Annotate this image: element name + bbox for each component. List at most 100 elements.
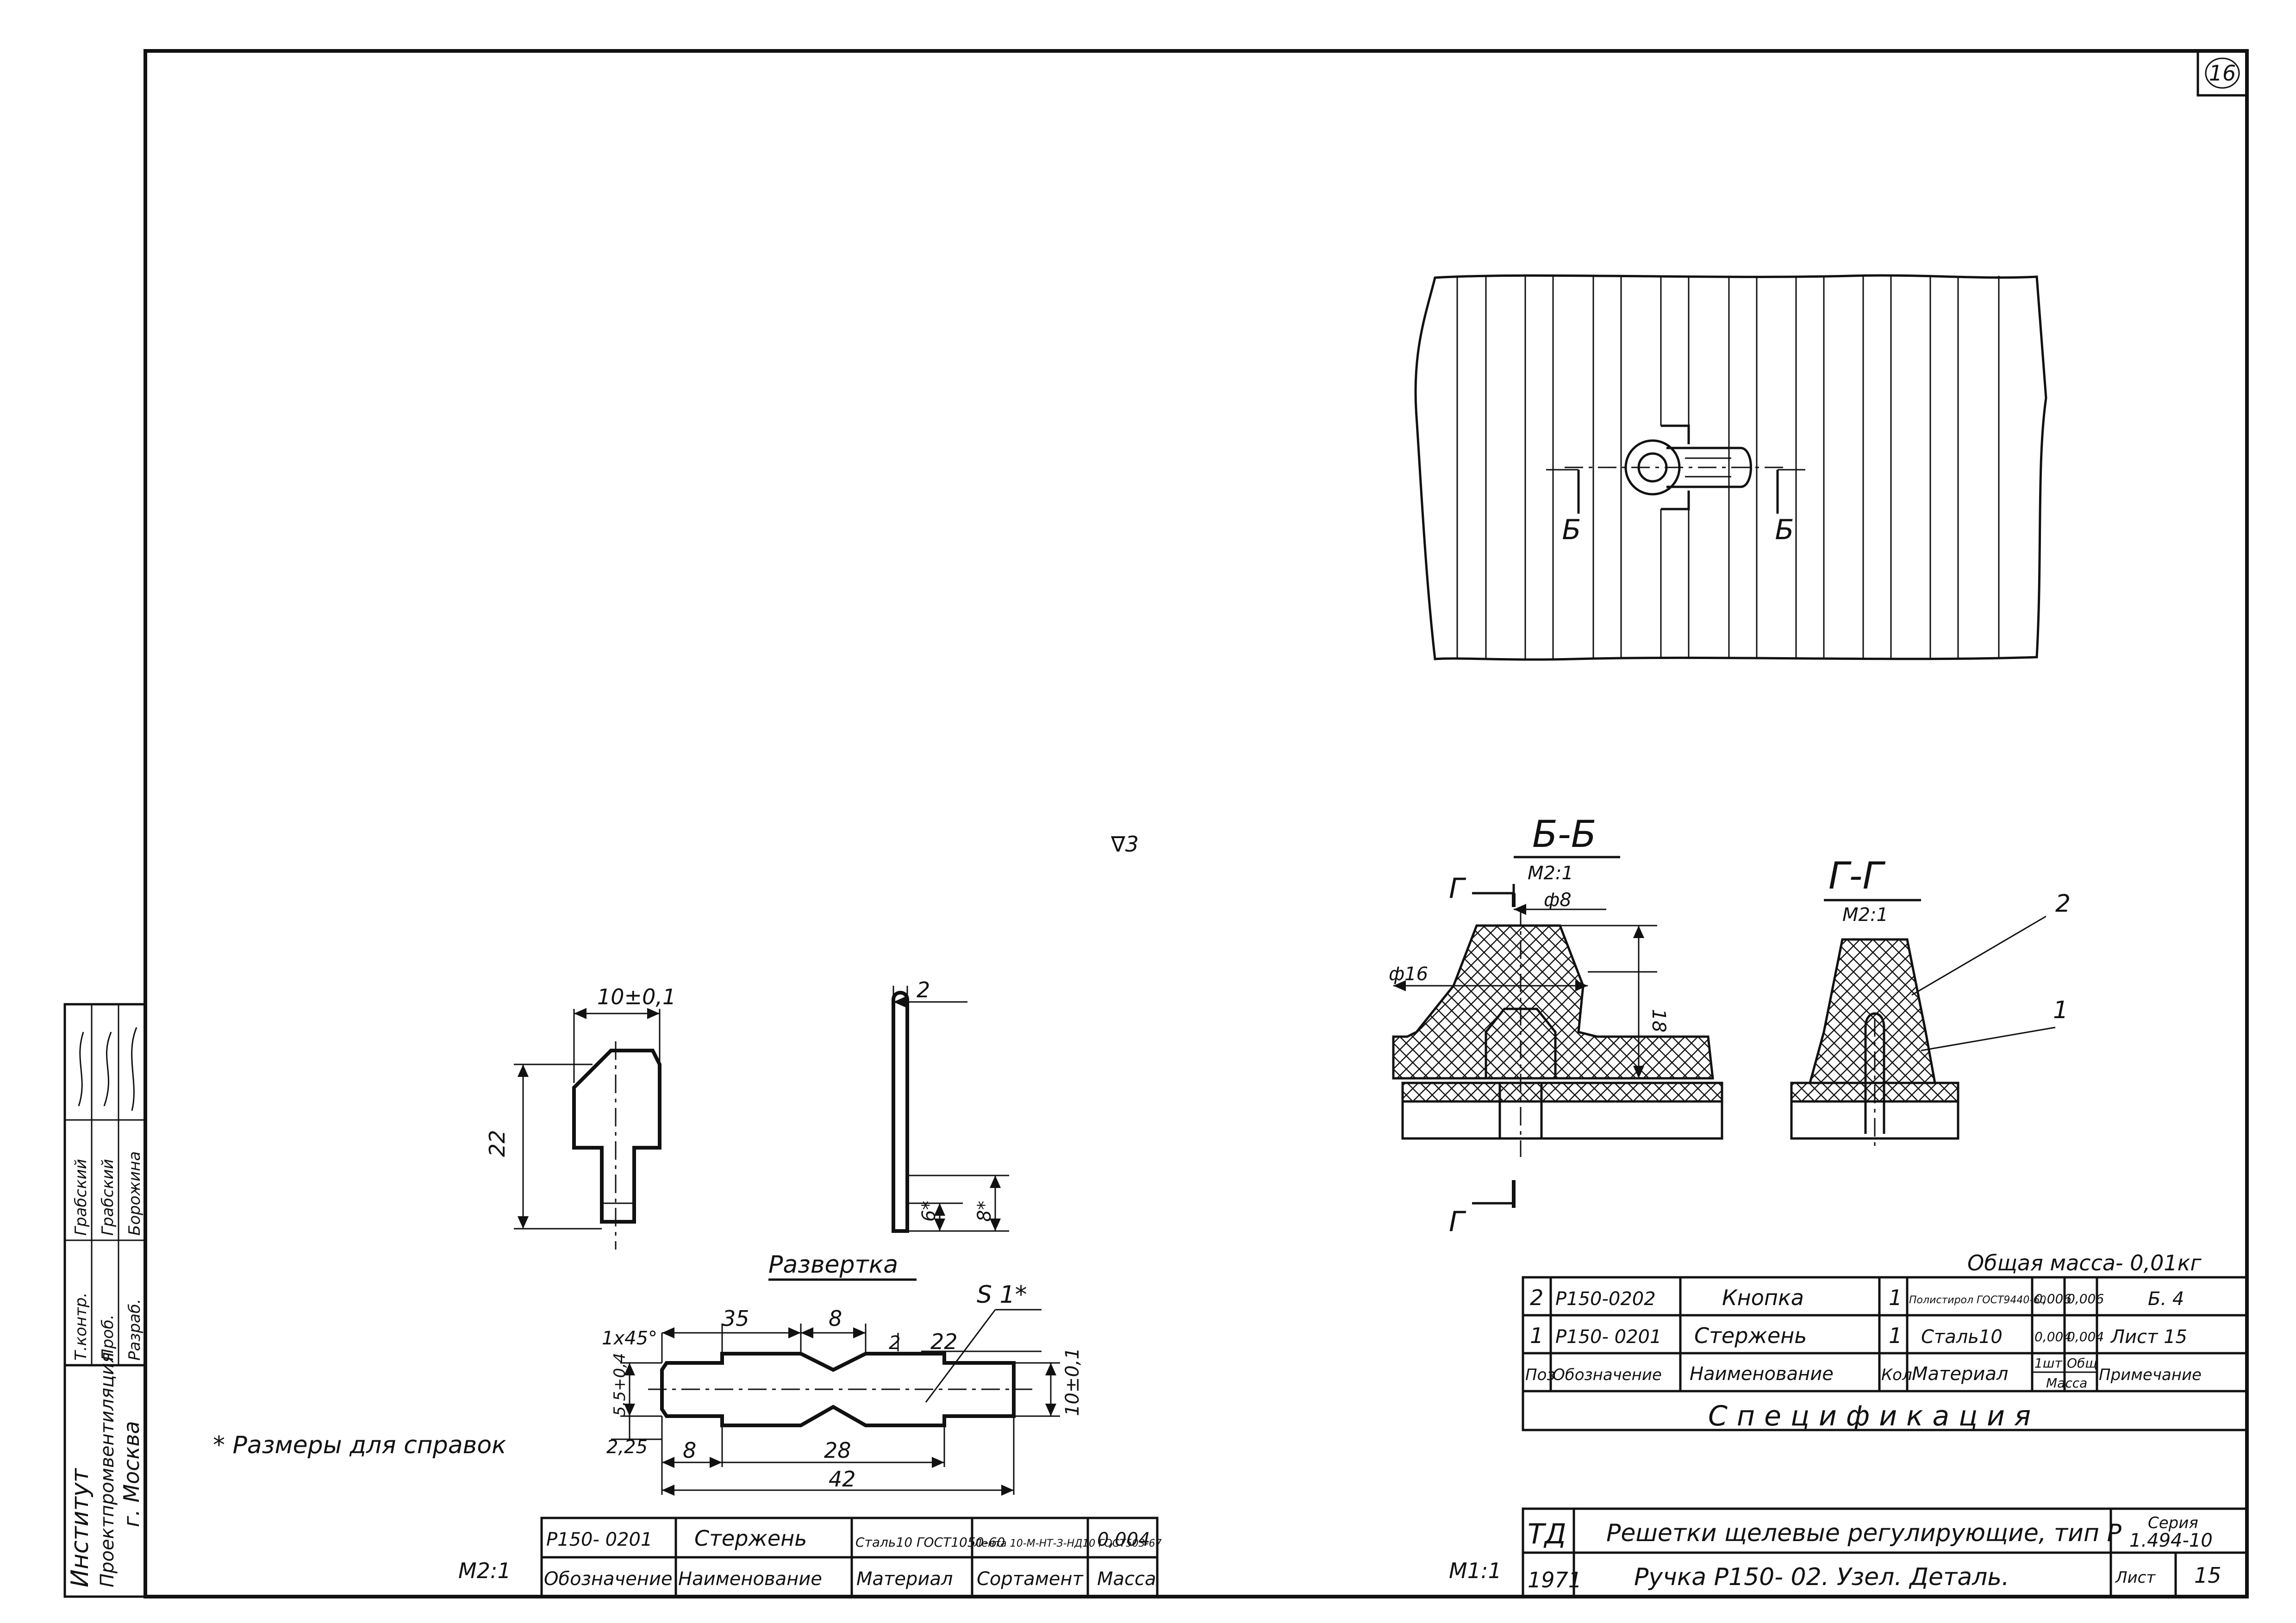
dim-phi16: ф16 xyxy=(1389,964,1428,985)
dim-t2: 2 xyxy=(917,977,930,1002)
rod-side-view xyxy=(892,986,1009,1233)
part-material: Сталь10 ГОСТ1050-60 xyxy=(855,1535,1005,1550)
total-mass: Общая масса- 0,01кг xyxy=(1967,1250,2202,1275)
spec-row1-name: Кнопка xyxy=(1722,1285,1804,1310)
position-1: 1 xyxy=(2053,996,2068,1024)
scale-right: M1:1 xyxy=(1449,1558,1502,1583)
spec-header-mat: Материал xyxy=(1912,1363,2008,1385)
part-header-material: Материал xyxy=(856,1568,953,1590)
stamp-role-3: Разраб. xyxy=(125,1299,144,1361)
spec-row2-prim: Лист 15 xyxy=(2110,1326,2187,1348)
sheet-number: 16 xyxy=(2209,61,2236,86)
dim-35: 35 xyxy=(722,1306,749,1331)
institute-full-name: Проектпромвентиляция xyxy=(97,1352,118,1587)
stamp-person-2: Грабский xyxy=(99,1159,117,1236)
spec-row1-oboz: P150-0202 xyxy=(1555,1288,1656,1310)
spec-row2-oboz: P150- 0201 xyxy=(1555,1326,1661,1348)
stamp-role-1: Т.контр. xyxy=(72,1293,90,1361)
stamp-person-3: Борожина xyxy=(125,1151,144,1236)
dim-2: 2 xyxy=(889,1332,900,1354)
cut-label-g-bottom: Г xyxy=(1449,1206,1466,1238)
dim-h22: 22 xyxy=(485,1130,510,1157)
spec-row2-m2: 0,004 xyxy=(2067,1329,2104,1344)
part-header-mass: Масса xyxy=(1097,1568,1156,1590)
spec-row2-m1: 0,004 xyxy=(2034,1329,2071,1344)
cut-label-b-right: Б xyxy=(1775,514,1794,546)
spec-header-oboz: Обозначение xyxy=(1553,1366,1662,1384)
dim-chamfer: 1x45° xyxy=(602,1328,657,1349)
seria-label: Серия xyxy=(2148,1514,2198,1532)
dim-5-5: 5,5+0,4 xyxy=(611,1353,629,1416)
dim-h18: 18 xyxy=(1648,1009,1669,1032)
list-label: Лист xyxy=(2115,1568,2156,1587)
title-block xyxy=(1522,1507,2248,1598)
institute-name: Институт xyxy=(66,1468,94,1587)
part-header-oboznachenie: Обозначение xyxy=(544,1568,673,1590)
spec-row2-name: Стержень xyxy=(1694,1323,1807,1348)
section-bb-label: Б-Б xyxy=(1532,813,1597,856)
surface-roughness-mark: ∇3 xyxy=(1111,832,1139,857)
spec-row2-mat: Сталь10 xyxy=(1921,1326,2003,1348)
sheet-number-box: 16 xyxy=(2196,50,2248,97)
dim-s1: S 1* xyxy=(977,1281,1027,1309)
spec-title: Спецификация xyxy=(1708,1400,2040,1432)
dim-d8-star: 8* xyxy=(974,1201,995,1222)
section-gg-drawing xyxy=(1790,915,2056,1148)
spec-table xyxy=(1522,1276,2248,1431)
stamp-role-2: Проб. xyxy=(99,1314,117,1361)
spec-row1-prim: Б. 4 xyxy=(2148,1288,2184,1310)
spec-header-mass: Масса xyxy=(2046,1375,2087,1391)
dim-28: 28 xyxy=(824,1438,851,1463)
scale-left: M2:1 xyxy=(458,1558,511,1583)
section-gg-scale: M2:1 xyxy=(1842,904,1888,926)
dim-2-25: 2,25 xyxy=(606,1436,648,1458)
spec-row1-m2: 0,006 xyxy=(2067,1291,2104,1306)
dim-8: 8 xyxy=(829,1306,842,1331)
part-sortament: Лента 10-М-НТ-З-НД10 ГОСТ503-67 xyxy=(973,1538,1162,1549)
section-bb-scale: M2:1 xyxy=(1528,863,1573,884)
spec-row1-m1: 0,006 xyxy=(2034,1291,2071,1306)
title-line-1: Решетки щелевые регулирующие, тип Р xyxy=(1606,1519,2121,1547)
razvertka-label: Развертка xyxy=(768,1251,898,1279)
title-line-2: Ручка Р150- 02. Узел. Деталь. xyxy=(1634,1563,2009,1591)
part-oboznachenie: P150- 0201 xyxy=(546,1529,652,1550)
razvertka-drawing xyxy=(611,1309,1060,1496)
dim-w10: 10±0,1 xyxy=(597,984,676,1009)
position-2: 2 xyxy=(2055,890,2071,918)
spec-header-m1: 1шт xyxy=(2034,1356,2062,1371)
spec-header-name: Наименование xyxy=(1690,1363,1834,1385)
stamp-signatures xyxy=(78,1027,137,1111)
part-header-sortament: Сортамент xyxy=(977,1568,1084,1590)
spec-row2-poz: 1 xyxy=(1530,1323,1543,1348)
spec-header-m2: Общ xyxy=(2067,1356,2097,1371)
institute-city: г. Москва xyxy=(119,1421,144,1527)
reference-dimensions-note: * Размеры для справок xyxy=(213,1431,506,1459)
left-stamp xyxy=(63,1003,147,1598)
dim-phi8: ф8 xyxy=(1544,889,1572,911)
title-year: 1971 xyxy=(1528,1567,1582,1592)
rod-front-view xyxy=(514,1008,661,1250)
dim-d6: 6* xyxy=(918,1201,940,1222)
cut-label-b-left: Б xyxy=(1562,514,1581,546)
grille-top-view xyxy=(1414,274,2047,661)
seria-number: 1.494-10 xyxy=(2129,1530,2213,1551)
dim-22: 22 xyxy=(930,1329,958,1354)
spec-row2-kol: 1 xyxy=(1889,1323,1902,1348)
dim-42: 42 xyxy=(829,1467,856,1492)
part-name: Стержень xyxy=(694,1526,807,1551)
spec-header-kol: Кол xyxy=(1881,1366,1912,1384)
section-gg-label: Г-Г xyxy=(1828,854,1885,897)
spec-row1-kol: 1 xyxy=(1889,1285,1902,1310)
td-mark: ТД xyxy=(1528,1518,1566,1550)
stamp-person-1: Грабский xyxy=(72,1159,90,1236)
spec-header-prim: Примечание xyxy=(2099,1366,2202,1384)
sheet-frame xyxy=(144,49,2249,1598)
part-table xyxy=(540,1517,1159,1598)
dim-8-bottom: 8 xyxy=(683,1438,696,1463)
part-mass: 0,004 xyxy=(1097,1529,1150,1550)
dim-10-right: 10±0,1 xyxy=(1062,1348,1083,1416)
part-header-name: Наименование xyxy=(678,1568,822,1590)
spec-row1-poz: 2 xyxy=(1530,1285,1543,1310)
cut-label-g-top: Г xyxy=(1449,872,1466,905)
